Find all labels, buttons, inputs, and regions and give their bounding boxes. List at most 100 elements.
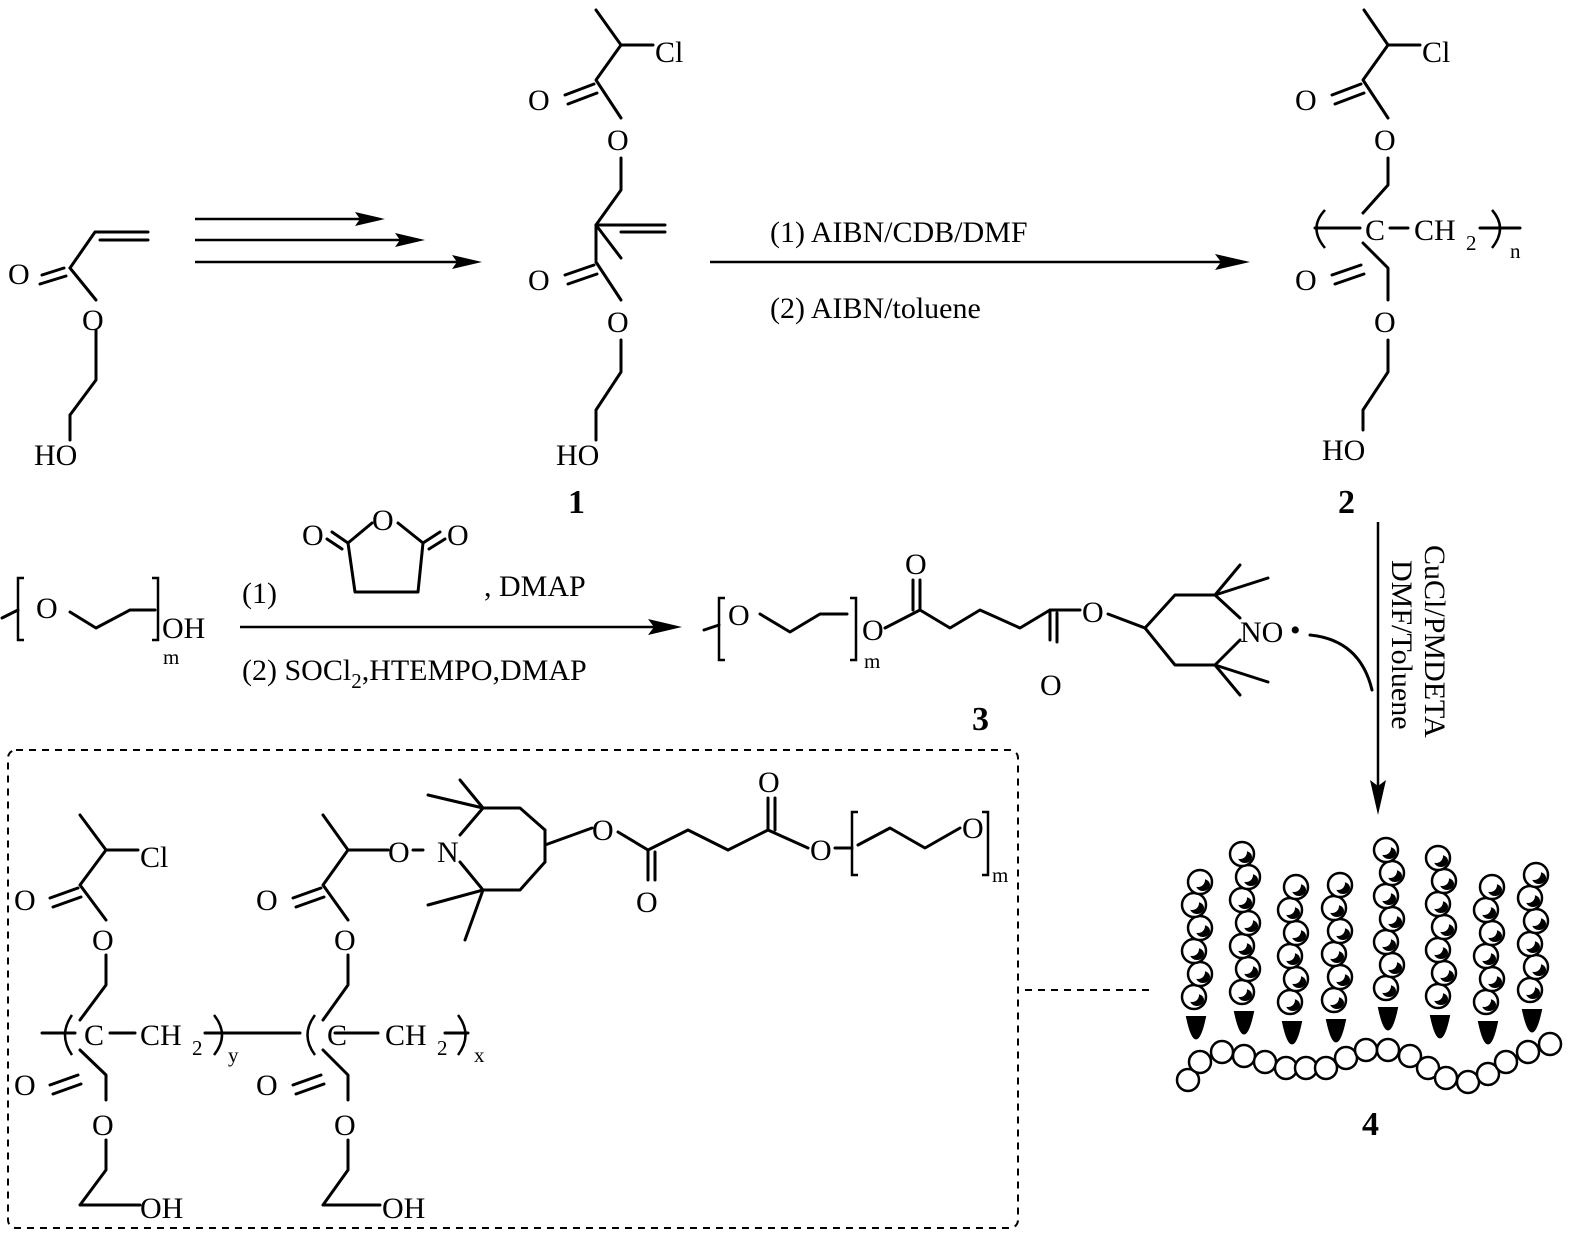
nitroxide-label: NO: [1240, 616, 1283, 649]
carbonyl-oxygen-label: O: [905, 548, 927, 581]
step-2-arrow: (1) , DMAP (2) SOCl2,HTEMPO,DMAP: [240, 570, 682, 693]
ester-oxygen-label: O: [1082, 596, 1104, 629]
repeat-m-label: m: [992, 863, 1008, 887]
bead-highlight: [1429, 849, 1443, 863]
bead-highlight: [1527, 912, 1541, 926]
methylene-label: CH: [1414, 214, 1456, 247]
bead-highlight: [1483, 924, 1497, 938]
succinic-anhydride: O O O: [302, 504, 469, 594]
compound-1-structure: Cl O O O O HO 1: [528, 8, 683, 521]
repeat-m-label: m: [163, 645, 179, 669]
bead-highlight: [1429, 941, 1443, 955]
anchor-group: [1521, 1009, 1543, 1033]
backbone-carbon-label: C: [1365, 214, 1385, 247]
backbone-bead: [1273, 1055, 1299, 1081]
hydroxyl-label: OH: [382, 1192, 425, 1225]
methylene-label: CH: [140, 1019, 182, 1052]
backbone-carbon-label: C: [327, 1019, 347, 1052]
bead-highlight: [1383, 910, 1397, 924]
bead-highlight: [1239, 914, 1253, 928]
backbone-bead: [1375, 1037, 1401, 1063]
backbone-bead: [1333, 1045, 1359, 1071]
bead-highlight: [1477, 993, 1491, 1007]
bead-highlight: [1521, 889, 1535, 903]
backbone-bead: [1231, 1043, 1257, 1069]
anchor-group: [1429, 1015, 1451, 1039]
peg-oxygen-label: O: [728, 599, 750, 632]
radical-dot: •: [1290, 614, 1301, 647]
bead-highlight: [1185, 896, 1199, 910]
anchor-group: [1185, 1016, 1207, 1040]
step-3-vertical-arrow: CuCl/PMDETA DMF/Toluene: [1370, 522, 1451, 815]
carbonyl-oxygen-label: O: [256, 1069, 278, 1102]
bead-highlight: [1383, 864, 1397, 878]
carbonyl-oxygen-label: O: [528, 264, 550, 297]
ester-oxygen-label: O: [82, 304, 104, 337]
backbone-bead: [1433, 1065, 1459, 1091]
compound-3-structure: O m O O O O NO • 3: [702, 548, 1374, 738]
bead-highlight: [1477, 947, 1491, 961]
condition-step1a: (1) AIBN/CDB/DMF: [770, 216, 1028, 249]
repeat-y-label: y: [228, 1043, 239, 1067]
ester-oxygen-label: O: [92, 1109, 114, 1142]
carbonyl-oxygen-label: O: [1040, 669, 1062, 702]
methylene-subscript: 2: [437, 1036, 448, 1060]
bead-highlight: [1191, 919, 1205, 933]
ester-oxygen-label: O: [592, 814, 614, 847]
bead-highlight: [1239, 960, 1253, 974]
bead-highlight: [1331, 922, 1345, 936]
compound-2-number: 2: [1338, 484, 1355, 521]
hydroxyl-label: OH: [162, 612, 205, 645]
multistep-arrows: [195, 212, 482, 269]
condition-step2b: (2) SOCl2,HTEMPO,DMAP: [242, 654, 587, 693]
graft-copolymer-box: [7, 749, 1019, 1229]
anchor-group: [1477, 1021, 1499, 1045]
carbonyl-oxygen-label: O: [528, 84, 550, 117]
bead-highlight: [1233, 891, 1247, 905]
ester-oxygen-label: O: [1374, 124, 1396, 157]
bead-highlight: [1429, 895, 1443, 909]
alkoxyamine-oxygen-label: O: [388, 836, 410, 869]
piperidine-nitrogen-label: N: [437, 836, 459, 869]
hydroxyl-label: OH: [140, 1192, 183, 1225]
ester-oxygen-label: O: [862, 614, 884, 647]
bead-highlight: [1377, 979, 1391, 993]
bead-highlight: [1281, 901, 1295, 915]
bead-highlight: [1521, 935, 1535, 949]
backbone-bead: [1537, 1031, 1563, 1057]
compound-4-number: 4: [1362, 1106, 1379, 1143]
bead-highlight: [1325, 899, 1339, 913]
condition-vertical1: CuCl/PMDETA: [1418, 545, 1451, 738]
hydroxyl-label: HO: [34, 439, 77, 472]
bead-highlight: [1331, 968, 1345, 982]
brush-cartoon: [1175, 836, 1563, 1095]
chlorine-label: Cl: [1422, 36, 1450, 69]
bead-highlight: [1377, 841, 1391, 855]
carbonyl-oxygen-label: O: [14, 1069, 36, 1102]
hydroxyl-label: HO: [1322, 434, 1365, 467]
bead-highlight: [1325, 991, 1339, 1005]
bead-highlight: [1281, 993, 1295, 1007]
ester-oxygen-label: O: [607, 306, 629, 339]
anchor-group: [1325, 1019, 1347, 1043]
ester-oxygen-label: O: [607, 124, 629, 157]
anchor-group: [1377, 1007, 1399, 1031]
bead-highlight: [1191, 965, 1205, 979]
condition-step2a-tail: , DMAP: [484, 570, 586, 603]
compound-3-number: 3: [972, 701, 989, 738]
carbonyl-oxygen-label: O: [256, 884, 278, 917]
ester-oxygen-label: O: [92, 924, 114, 957]
backbone-carbon-label: C: [84, 1019, 104, 1052]
bead-highlight: [1435, 918, 1449, 932]
peg-starting-material: O OH m: [0, 576, 205, 669]
bead-highlight: [1477, 901, 1491, 915]
repeat-m-label: m: [864, 649, 880, 673]
bead-highlight: [1527, 866, 1541, 880]
methylene-subscript: 2: [192, 1036, 203, 1060]
ring-oxygen-label: O: [372, 504, 394, 537]
carbonyl-oxygen-label: O: [8, 258, 30, 291]
backbone-bead: [1515, 1039, 1541, 1065]
condition-vertical2: DMF/Toluene: [1385, 560, 1418, 730]
anchor-group: [1281, 1021, 1303, 1045]
